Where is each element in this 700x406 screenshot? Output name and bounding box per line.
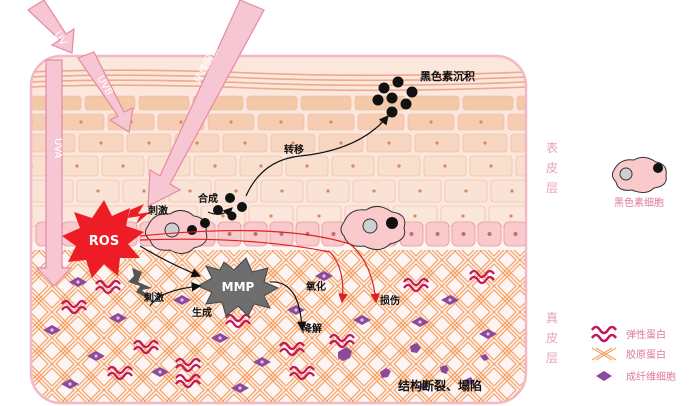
legend-fibroblast-label: 成纤维细胞 — [626, 370, 676, 383]
svg-text:皮: 皮 — [546, 331, 558, 345]
transfer-label: 转移 — [284, 143, 304, 156]
legend-collagen-label: 胶原蛋白 — [626, 348, 666, 361]
legend-melanocyte-label: 黑色素细胞 — [614, 196, 664, 209]
damage-label: 损伤 — [380, 294, 400, 307]
svg-text:层: 层 — [546, 181, 558, 195]
svg-text:皮: 皮 — [546, 161, 558, 175]
synthesis-label: 合成 — [197, 192, 218, 205]
stimulate-label-top: 刺激 — [147, 204, 168, 217]
ros-label: ROS — [89, 234, 119, 249]
svg-text:表: 表 — [546, 141, 558, 155]
legend-elastin: 弹性蛋白 — [592, 327, 666, 341]
legend-elastin-label: 弹性蛋白 — [626, 328, 666, 341]
svg-text:层: 层 — [546, 351, 558, 365]
degrade-label: 降解 — [302, 322, 322, 335]
legend-melanocyte: 黑色素细胞 — [612, 157, 666, 209]
uva-label: UVA — [52, 138, 63, 159]
svg-text:真: 真 — [546, 311, 558, 325]
dermis-layer-label: 真 皮 层 — [546, 311, 558, 365]
mmp-label: MMP — [222, 280, 255, 294]
legend-fibroblast: 成纤维细胞 — [596, 370, 676, 383]
oxidize-label: 氧化 — [305, 280, 326, 293]
stimulate-label-bottom: 刺激 — [143, 291, 164, 304]
uv-ray — [28, 0, 74, 53]
legend-collagen: 胶原蛋白 — [592, 348, 666, 361]
structure-break-label: 结构断裂、塌陷 — [398, 378, 482, 393]
generate-label: 生成 — [192, 306, 212, 319]
epidermis-layer-label: 表 皮 层 — [546, 141, 558, 195]
pigment-deposit-label: 黑色素沉积 — [420, 69, 475, 83]
